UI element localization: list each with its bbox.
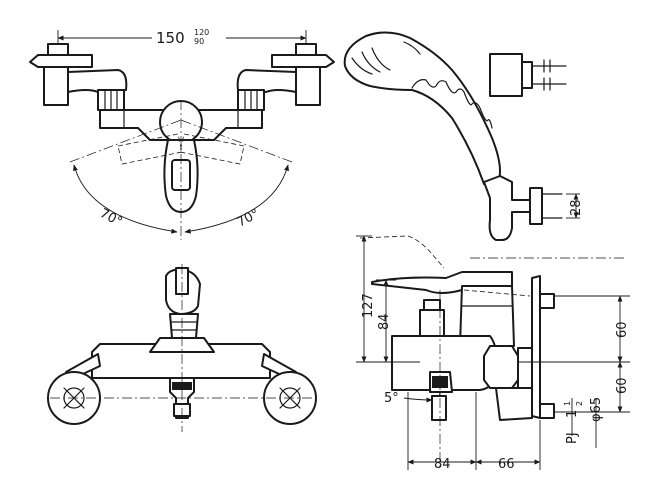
- wall-hook-detail: [489, 53, 567, 97]
- hand-shower-view: 28: [343, 31, 584, 241]
- spout-depth-label: 84: [434, 457, 451, 472]
- tilt-angle-label: 5°: [384, 391, 399, 406]
- right-wall-fitting: [236, 43, 335, 106]
- body-depth-label: 66: [498, 457, 515, 472]
- total-height-label: 127: [361, 293, 376, 318]
- left-swing-angle-label: 70°: [97, 206, 124, 230]
- thread-fraction-denominator: 2: [575, 401, 584, 406]
- thread-spec-label: PJ 1 1 2: [563, 401, 584, 444]
- flange-diameter-label: φ65: [589, 397, 604, 422]
- upper-pitch-label: 60: [615, 321, 630, 338]
- shower-bracket: [483, 175, 531, 241]
- faucet-side-view: 127 84 60 60 φ65 PJ 1 1 2 5° 84 66: [356, 235, 630, 472]
- lower-pitch-label: 60: [615, 377, 630, 394]
- thread-whole-number: 1: [565, 410, 580, 418]
- width-dimension-label: 150: [156, 29, 185, 47]
- width-tolerance-lower: 90: [194, 37, 204, 46]
- spout-height-label: 84: [377, 313, 392, 330]
- left-wall-fitting: [29, 43, 128, 106]
- faucet-front-view: [47, 264, 317, 432]
- union-hex: [483, 345, 519, 389]
- right-swing-angle-label: 70°: [235, 207, 262, 231]
- bracket-height-label: 28: [569, 199, 584, 216]
- valve-cartridge: [459, 285, 515, 347]
- wall-flange-side: [531, 275, 541, 419]
- shower-head: [343, 31, 501, 187]
- thread-fraction-numerator: 1: [563, 401, 572, 406]
- mixer-body-front: [91, 343, 271, 379]
- width-tolerance-upper: 120: [194, 28, 209, 37]
- faucet-top-view: 150 120 90: [29, 26, 335, 240]
- thread-prefix-label: PJ: [565, 432, 580, 444]
